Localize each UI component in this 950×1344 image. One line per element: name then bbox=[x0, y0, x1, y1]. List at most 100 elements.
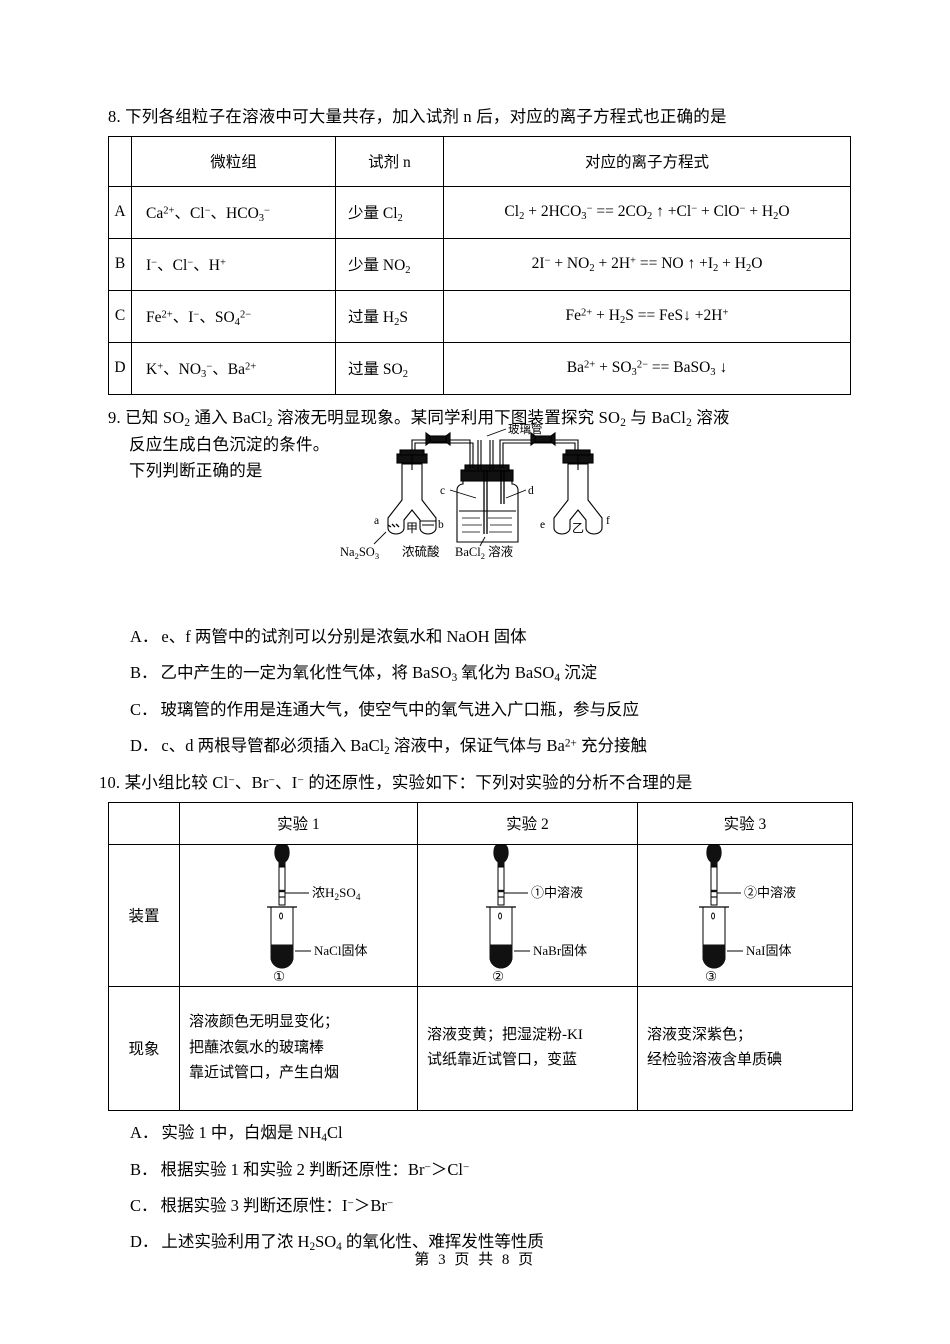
question-9-option-a[interactable]: A．e、f 两管中的试剂可以分别是浓氨水和 NaOH 固体 bbox=[108, 624, 848, 650]
row-label-phenomenon: 现象 bbox=[108, 985, 180, 1111]
question-10-table: 实验 1 实验 2 实验 3 装置 bbox=[108, 801, 853, 1111]
label-tube-number-3: ③ bbox=[705, 969, 717, 984]
question-9-option-d[interactable]: D．c、d 两根导管都必须插入 BaCl2 溶液中，保证气体与 Ba2+ 充分接… bbox=[108, 733, 848, 761]
option-a-label: A． bbox=[130, 1122, 159, 1142]
option-b-label: B． bbox=[130, 662, 158, 682]
option-d-text: 上述实验利用了浓 H2SO4 的氧化性、难挥发性等性质 bbox=[161, 1231, 544, 1253]
row-b-particle-group: I−、Cl−、H+ bbox=[131, 237, 336, 291]
option-a-label: A． bbox=[130, 627, 159, 647]
option-a-text: 实验 1 中，白烟是 NH4Cl bbox=[161, 1122, 343, 1145]
option-c-text: 玻璃管的作用是连通大气，使空气中的氧气进入广口瓶，参与反应 bbox=[160, 700, 640, 720]
question-10-number: 10. bbox=[99, 773, 121, 793]
row-c-equation: Fe2+ + H2S == FeS↓ +2H+ bbox=[443, 289, 851, 343]
option-c-label: C． bbox=[130, 700, 158, 720]
row-a-equation: Cl2 + 2HCO3− == 2CO2 ↑ +Cl− + ClO− + H2O bbox=[443, 185, 851, 239]
option-d-label: D． bbox=[130, 735, 159, 755]
table-row: C Fe2+、I−、SO42− 过量 H2S Fe2+ + H2S == FeS… bbox=[108, 289, 851, 343]
question-9-stem-text: 已知 SO2 通入 BaCl2 溶液无明显现象。某同学利用下图装置探究 SO2 … bbox=[125, 407, 730, 429]
label-concentrated-sulfuric-acid: 浓硫酸 bbox=[402, 544, 440, 559]
row-b-reagent: 少量 NO2 bbox=[335, 237, 444, 291]
header-blank bbox=[108, 135, 132, 187]
label-port-c: c bbox=[440, 485, 445, 497]
phenomenon-1-line-2: 把蘸浓氨水的玻璃棒 bbox=[189, 1039, 325, 1056]
row-d-reagent: 过量 SO2 bbox=[335, 341, 444, 395]
question-10-option-b[interactable]: B．根据实验 1 和实验 2 判断还原性：Br−＞Cl− bbox=[108, 1157, 848, 1183]
question-9-stem-line1: 9. 已知 SO2 通入 BaCl2 溶液无明显现象。某同学利用下图装置探究 S… bbox=[108, 405, 848, 433]
label-port-b: b bbox=[438, 519, 444, 531]
apparatus-cell-1: 浓H2SO4 NaCl固体 ① bbox=[179, 843, 418, 987]
row-d-particle-group: K+、NO3−、Ba2+ bbox=[131, 341, 336, 395]
question-9-option-c[interactable]: C．玻璃管的作用是连通大气，使空气中的氧气进入广口瓶，参与反应 bbox=[108, 697, 848, 723]
question-9-stem-line2: 反应生成白色沉淀的条件。 bbox=[129, 435, 330, 455]
header-experiment-3: 实验 3 bbox=[637, 801, 853, 845]
table-row: B I−、Cl−、H+ 少量 NO2 2I− + NO2 + 2H+ == NO… bbox=[108, 237, 851, 291]
row-b-equation: 2I− + NO2 + 2H+ == NO ↑ +I2 + H2O bbox=[443, 237, 851, 291]
label-solid-2: NaBr固体 bbox=[533, 943, 587, 958]
question-10-option-a[interactable]: A．实验 1 中，白烟是 NH4Cl bbox=[108, 1120, 848, 1148]
table-header-row: 微粒组 试剂 n 对应的离子方程式 bbox=[108, 135, 851, 187]
phenomenon-3-line-2: 经检验溶液含单质碘 bbox=[647, 1052, 783, 1069]
header-reagent-n: 试剂 n bbox=[335, 135, 444, 187]
row-c-reagent: 过量 H2S bbox=[335, 289, 444, 343]
phenomenon-cell-2: 溶液变黄；把湿淀粉-KI 试纸靠近试管口，变蓝 bbox=[417, 985, 638, 1111]
label-dropper-reagent-3: ②中溶液 bbox=[744, 885, 796, 900]
header-experiment-1: 实验 1 bbox=[179, 801, 418, 845]
row-label-c: C bbox=[108, 289, 132, 343]
table-header-row: 实验 1 实验 2 实验 3 bbox=[108, 801, 853, 845]
phenomenon-2-line-2: 试纸靠近试管口，变蓝 bbox=[427, 1052, 578, 1069]
question-9-number: 9. bbox=[108, 407, 121, 427]
phenomenon-1-line-3: 靠近试管口，产生白烟 bbox=[189, 1065, 340, 1082]
option-b-text: 根据实验 1 和实验 2 判断还原性：Br−＞Cl− bbox=[160, 1160, 470, 1180]
option-d-text: c、d 两根导管都必须插入 BaCl2 溶液中，保证气体与 Ba2+ 充分接触 bbox=[161, 735, 647, 757]
row-label-d: D bbox=[108, 341, 132, 395]
table-row: A Ca2+、Cl−、HCO3− 少量 Cl2 Cl2 + 2HCO3− == … bbox=[108, 185, 851, 239]
label-dropper-reagent-2: ①中溶液 bbox=[531, 885, 583, 900]
phenomenon-2-line-1: 溶液变黄；把湿淀粉-KI bbox=[427, 1026, 583, 1043]
page-footer: 第 3 页 共 8 页 bbox=[414, 1252, 536, 1268]
row-label-a: A bbox=[108, 185, 132, 239]
apparatus-cell-3: ②中溶液 NaI固体 ③ bbox=[637, 843, 853, 987]
label-port-a: a bbox=[374, 515, 379, 527]
label-tube-jia: 甲 bbox=[406, 521, 418, 535]
label-port-d: d bbox=[528, 485, 534, 497]
question-8-stem-text: 下列各组粒子在溶液中可大量共存，加入试剂 n 后，对应的离子方程式也正确的是 bbox=[125, 107, 727, 126]
phenomenon-1-line-1: 溶液颜色无明显变化； bbox=[189, 1013, 340, 1030]
question-8-table: 微粒组 试剂 n 对应的离子方程式 A Ca2+、Cl−、HCO3− 少量 Cl… bbox=[108, 135, 851, 395]
question-8-stem: 8. 下列各组粒子在溶液中可大量共存，加入试剂 n 后，对应的离子方程式也正确的… bbox=[108, 104, 848, 130]
phenomenon-cell-1: 溶液颜色无明显变化； 把蘸浓氨水的玻璃棒 靠近试管口，产生白烟 bbox=[179, 985, 418, 1111]
option-a-text: e、f 两管中的试剂可以分别是浓氨水和 NaOH 固体 bbox=[161, 627, 527, 647]
option-b-label: B． bbox=[130, 1160, 158, 1180]
question-10-options: A．实验 1 中，白烟是 NH4Cl B．根据实验 1 和实验 2 判断还原性：… bbox=[108, 1120, 848, 1256]
question-10-option-c[interactable]: C．根据实验 3 判断还原性：I−＞Br− bbox=[108, 1193, 848, 1219]
page-content: 8. 下列各组粒子在溶液中可大量共存，加入试剂 n 后，对应的离子方程式也正确的… bbox=[99, 104, 853, 1266]
option-d-label: D． bbox=[130, 1231, 159, 1251]
phenomenon-cell-3: 溶液变深紫色； 经检验溶液含单质碘 bbox=[637, 985, 853, 1111]
header-experiment-2: 实验 2 bbox=[417, 801, 638, 845]
question-10-stem: 10. 某小组比较 Cl−、Br−、I− 的还原性，实验如下：下列对实验的分析不… bbox=[99, 770, 848, 796]
label-barium-chloride-solution: BaCl2 溶液 bbox=[455, 544, 514, 561]
apparatus-cell-2: ①中溶液 NaBr固体 ② bbox=[417, 843, 638, 987]
row-c-particle-group: Fe2+、I−、SO42− bbox=[131, 289, 336, 343]
label-dropper-reagent-1: 浓H2SO4 bbox=[312, 885, 361, 903]
table-row-apparatus: 装置 bbox=[108, 843, 853, 987]
row-label-apparatus: 装置 bbox=[108, 843, 180, 987]
label-port-e: e bbox=[540, 519, 545, 531]
label-tube-number-1: ① bbox=[273, 969, 285, 984]
sulfur-dioxide-apparatus-figure: 玻璃管 c d a b e f 甲 乙 Na2SO3 浓硫酸 BaCl2 溶液 bbox=[330, 424, 660, 564]
question-9-option-b[interactable]: B．乙中产生的一定为氧化性气体，将 BaSO3 氧化为 BaSO4 沉淀 bbox=[108, 660, 848, 688]
question-10-stem-text: 某小组比较 Cl−、Br−、I− 的还原性，实验如下：下列对实验的分析不合理的是 bbox=[124, 773, 693, 793]
option-b-text: 乙中产生的一定为氧化性气体，将 BaSO3 氧化为 BaSO4 沉淀 bbox=[160, 662, 598, 684]
question-9-options: A．e、f 两管中的试剂可以分别是浓氨水和 NaOH 固体 B．乙中产生的一定为… bbox=[108, 624, 848, 760]
question-10-option-d[interactable]: D．上述实验利用了浓 H2SO4 的氧化性、难挥发性等性质 bbox=[108, 1229, 848, 1257]
test-tube-figure-3: ②中溶液 NaI固体 ③ bbox=[645, 845, 845, 985]
label-tube-number-2: ② bbox=[492, 969, 504, 984]
table-row-phenomenon: 现象 溶液颜色无明显变化； 把蘸浓氨水的玻璃棒 靠近试管口，产生白烟 溶液变黄；… bbox=[108, 985, 853, 1111]
table-row: D K+、NO3−、Ba2+ 过量 SO2 Ba2+ + SO32− == Ba… bbox=[108, 341, 851, 395]
test-tube-figure-2: ①中溶液 NaBr固体 ② bbox=[428, 845, 628, 985]
option-c-text: 根据实验 3 判断还原性：I−＞Br− bbox=[160, 1196, 394, 1215]
row-a-reagent: 少量 Cl2 bbox=[335, 185, 444, 239]
label-sodium-sulfite: Na2SO3 bbox=[340, 545, 379, 561]
row-a-particle-group: Ca2+、Cl−、HCO3− bbox=[131, 185, 336, 239]
test-tube-figure-1: 浓H2SO4 NaCl固体 ① bbox=[199, 845, 399, 985]
